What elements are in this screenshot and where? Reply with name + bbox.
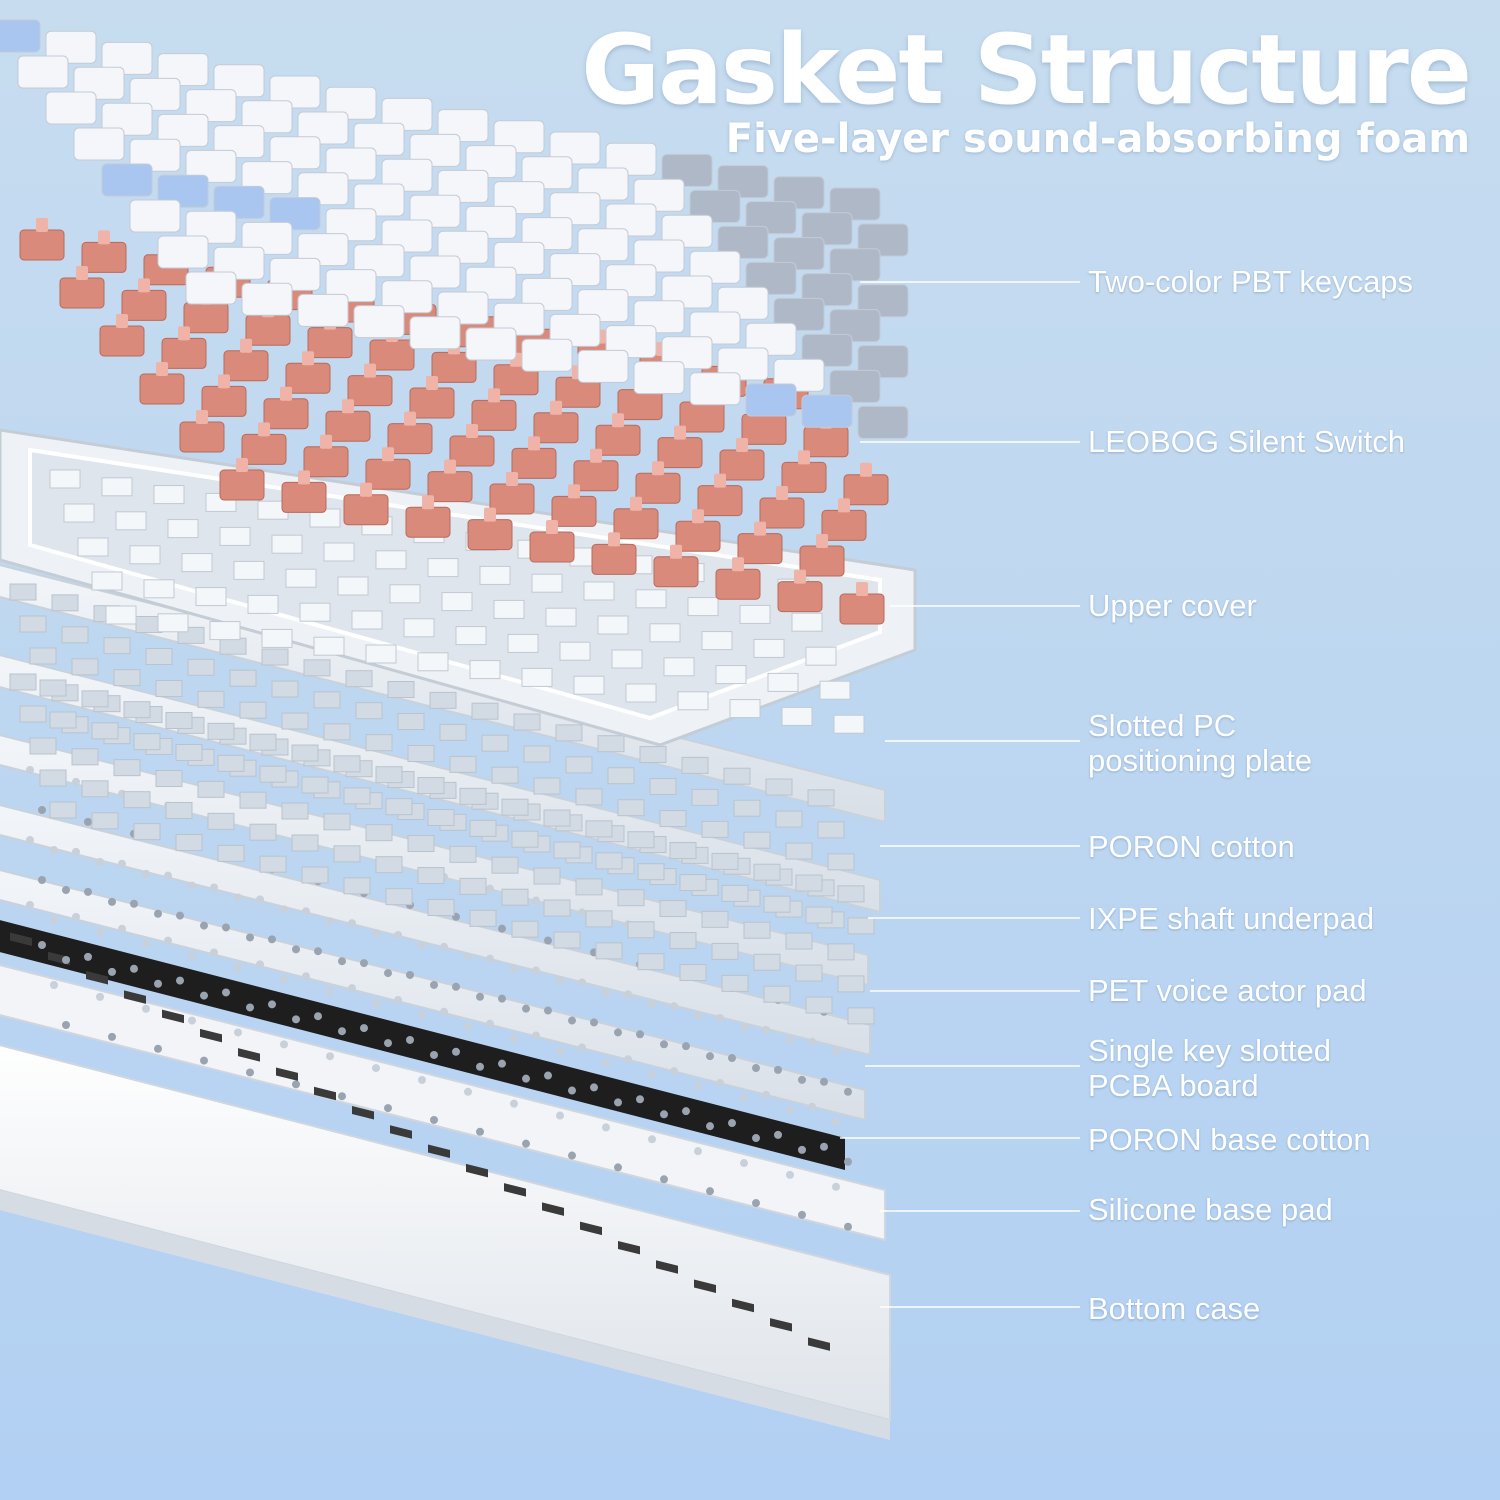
pcba-board-layer xyxy=(0,869,866,1231)
label-keycaps: Two-color PBT keycaps xyxy=(1088,264,1414,299)
label-upper-cover: Upper cover xyxy=(1088,588,1257,623)
label-poron-cotton: PORON cotton xyxy=(1088,829,1295,864)
page-title: Gasket Structure xyxy=(581,14,1472,126)
label-pcba-board: Single key slotted PCBA board xyxy=(1088,1033,1331,1103)
upper-cover-layer xyxy=(0,428,917,747)
label-pet-pad: PET voice actor pad xyxy=(1088,973,1367,1008)
silicone-base-pad-layer xyxy=(0,964,886,1242)
label-switch: LEOBOG Silent Switch xyxy=(1088,424,1406,459)
keycaps-layer xyxy=(0,19,909,439)
page-subtitle: Five-layer sound-absorbing foam xyxy=(725,116,1470,162)
pet-pad-layer xyxy=(0,804,871,1166)
label-bottom-case: Bottom case xyxy=(1088,1291,1261,1326)
poron-base-cotton-layer xyxy=(0,920,845,1351)
bottom-case-layer xyxy=(0,1044,891,1440)
label-poron-base-cotton: PORON base cotton xyxy=(1088,1122,1371,1157)
label-silicone-base-pad: Silicone base pad xyxy=(1088,1192,1333,1227)
label-positioning-plate: Slotted PC positioning plate xyxy=(1088,708,1313,778)
label-ixpe-underpad: IXPE shaft underpad xyxy=(1088,901,1375,936)
